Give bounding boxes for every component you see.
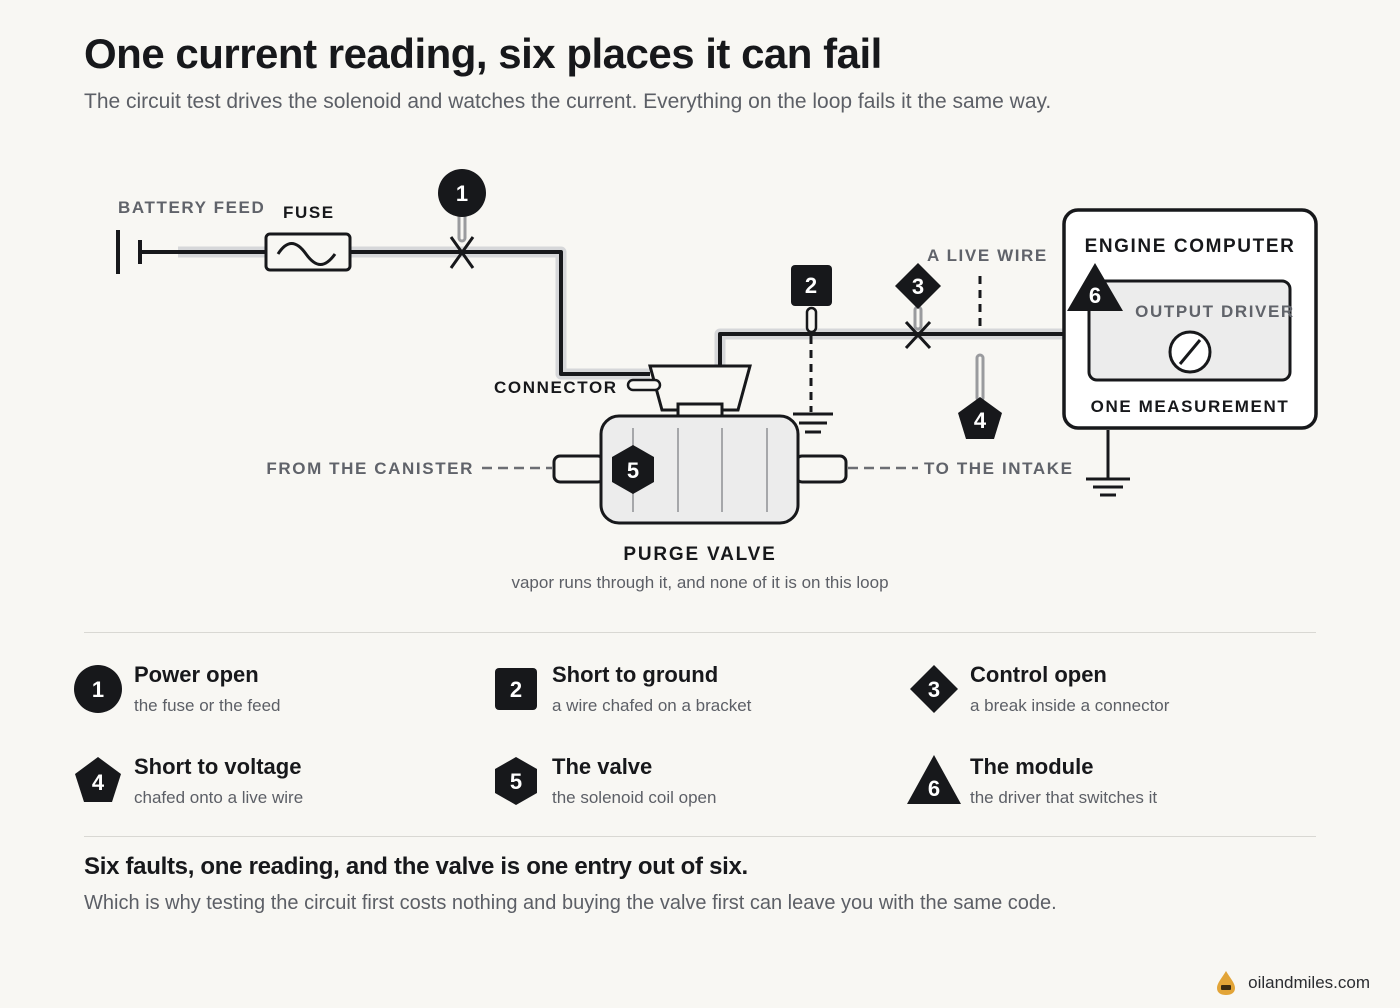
svg-text:1: 1 [92,677,104,702]
output-driver-label: OUTPUT DRIVER [1135,302,1295,321]
footer-title: Six faults, one reading, and the valve i… [84,853,748,880]
legend-item-short-to-ground: 2 Short to ground a wire chafed on a bra… [492,662,892,724]
hexagon-badge-icon: 5 [495,757,537,805]
purge-valve-caption: vapor runs through it, and none of it is… [511,573,888,592]
to-intake-label: TO THE INTAKE [924,459,1074,478]
brand-name: oilandmiles.com [1248,973,1370,992]
legend-title: Power open [134,662,259,687]
brand[interactable]: oilandmiles.com [1216,970,1370,996]
fault-2-marker: 2 [791,265,833,434]
svg-text:6: 6 [1089,283,1101,308]
battery-terminal [116,230,142,274]
legend-desc: chafed onto a live wire [134,788,304,807]
legend-title: The valve [552,754,653,779]
fuse-icon [264,232,352,272]
svg-text:4: 4 [974,408,987,433]
fault-1-marker: 1 [438,169,486,269]
purge-valve [552,414,848,525]
fault-5-marker: 5 [612,445,654,494]
one-measurement-label: ONE MEASUREMENT [1091,397,1290,416]
legend-desc: a wire chafed on a bracket [552,696,752,715]
engine-computer [1062,208,1318,497]
square-badge-icon: 2 [495,668,537,710]
valve-connector [626,364,752,422]
svg-text:3: 3 [928,677,940,702]
legend-item-the-module: 6 The module the driver that switches it [906,754,1306,814]
pentagon-badge-icon: 4 [75,757,121,802]
footer-subtitle: Which is why testing the circuit first c… [84,892,1057,914]
engine-computer-label: ENGINE COMPUTER [1085,236,1296,257]
legend-title: Short to voltage [134,754,302,779]
svg-text:4: 4 [92,770,105,795]
live-wire-label: A LIVE WIRE [927,246,1048,265]
battery-feed-label: BATTERY FEED [118,198,265,217]
circuit-diagram: BATTERY FEED FUSE 1 CONNECTOR FROM THE C… [116,169,1318,592]
legend-item-the-valve: 5 The valve the solenoid coil open [492,754,892,816]
page-subtitle: The circuit test drives the solenoid and… [84,90,1052,113]
legend-desc: the driver that switches it [970,788,1158,807]
svg-text:5: 5 [627,458,639,483]
legend-item-short-to-voltage: 4 Short to voltage chafed onto a live wi… [74,754,474,816]
legend-title: Short to ground [552,662,719,687]
legend-title: Control open [970,662,1107,687]
legend-title: The module [970,754,1094,779]
triangle-badge-icon: 6 [907,755,961,804]
fuse-label: FUSE [283,203,335,222]
meter-icon [1168,330,1212,374]
purge-valve-title: PURGE VALVE [623,544,776,565]
fault-6-marker: 6 [1067,263,1123,311]
legend-item-control-open: 3 Control open a break inside a connecto… [910,662,1310,724]
fault-3-marker: 3 [895,263,941,350]
divider-bottom [84,836,1316,837]
page-title: One current reading, six places it can f… [84,30,882,77]
diamond-badge-icon: 3 [910,665,958,713]
legend-desc: a break inside a connector [970,696,1170,715]
svg-text:6: 6 [928,776,940,801]
circle-badge-icon: 1 [74,665,122,713]
svg-text:2: 2 [510,677,522,702]
divider-top [84,632,1316,633]
fault-4-marker: 4 [958,353,1002,439]
oil-drop-icon [1217,971,1236,995]
svg-text:2: 2 [805,273,817,298]
from-canister-label: FROM THE CANISTER [266,459,474,478]
svg-text:3: 3 [912,274,924,299]
connector-label: CONNECTOR [494,378,618,397]
svg-text:1: 1 [456,181,468,206]
legend-desc: the fuse or the feed [134,696,281,715]
svg-text:5: 5 [510,769,522,794]
legend-desc: the solenoid coil open [552,788,717,807]
legend-item-power-open: 1 Power open the fuse or the feed [74,662,474,724]
